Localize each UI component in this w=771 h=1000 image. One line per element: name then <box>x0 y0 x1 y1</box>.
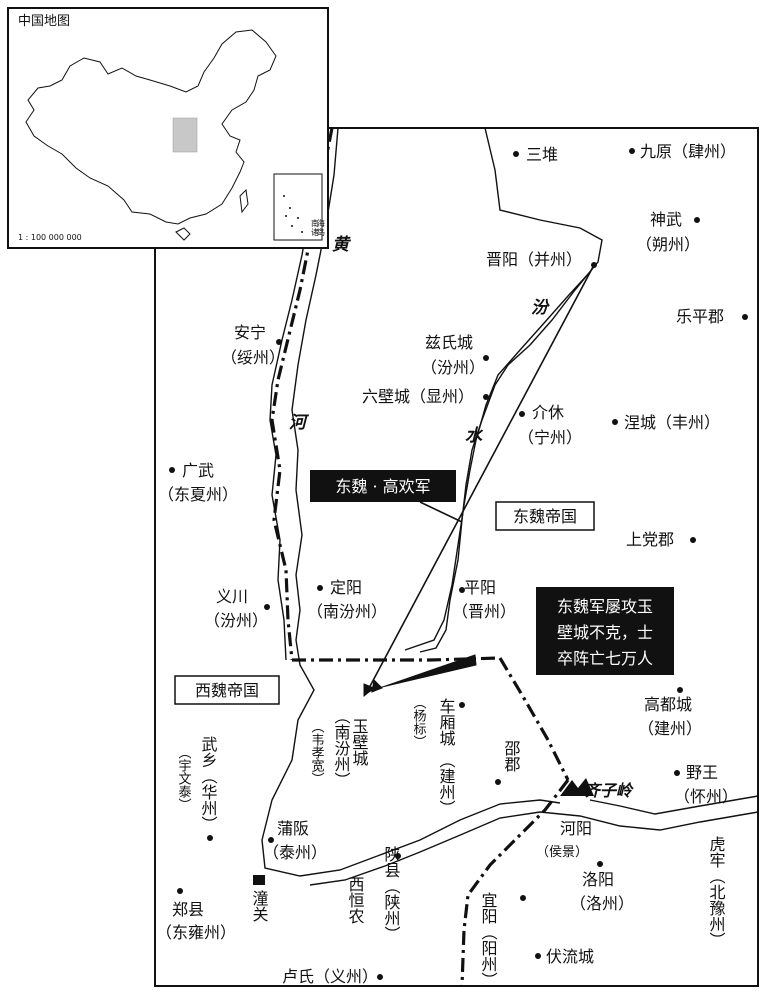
place-anning-name: 安宁 <box>234 323 266 342</box>
state-box-east <box>495 501 595 531</box>
south-sea-label-2: 海 <box>317 218 325 228</box>
fen-river-east-bank <box>419 127 603 653</box>
callout-note-line-2: 壁城不克，士 <box>557 623 653 642</box>
place-anning-state: （绥州） <box>221 348 285 367</box>
inset-title: 中国地图 <box>18 14 70 29</box>
place-chexiang-state: （建州） <box>437 752 456 816</box>
place-shaojun: 邵郡 <box>502 740 521 772</box>
place-yewang-state: （怀州） <box>674 787 738 806</box>
place-yangbiao: （杨标） <box>411 696 427 748</box>
yellow-river-east-bank <box>261 127 561 877</box>
south-sea-label-4: 岛 <box>317 227 325 237</box>
place-puban-name: 蒲阪 <box>277 819 309 838</box>
place-chexiang-name: 车厢城 <box>437 698 456 747</box>
river-label-fen: 汾 <box>531 298 550 318</box>
place-shenwu-state: （朔州） <box>636 235 700 254</box>
south-sea-label-1: 南 <box>311 218 319 228</box>
callout-note-line-1: 东魏军屡攻玉 <box>557 597 653 616</box>
place-lushi: 卢氏（义州） <box>282 967 378 986</box>
place-yiyang: 宜阳（阳州） <box>479 892 498 988</box>
place-luoyang-state: （洛州） <box>570 894 634 913</box>
place-niecheng: 涅城（丰州） <box>624 413 720 432</box>
place-yichuan-name: 义川 <box>216 587 248 606</box>
place-pingyang-name: 平阳 <box>464 578 496 597</box>
place-yuwentai: （宇文泰） <box>176 746 192 811</box>
place-tongguan: 潼关 <box>250 890 269 922</box>
taiwan-island <box>239 188 249 214</box>
south-sea-islands <box>283 195 303 233</box>
place-jiuyuan: 九原（肆州） <box>640 142 736 161</box>
place-yubi-state: （南汾州） <box>332 708 351 788</box>
place-jinyang: 晋阳（并州） <box>486 250 582 269</box>
place-dingyang-name: 定阳 <box>330 578 362 597</box>
place-luoyang-name: 洛阳 <box>582 870 614 889</box>
hainan-island <box>175 227 191 241</box>
place-yubi-name: 玉壁城 <box>350 718 369 767</box>
callout-note-line-3: 卒阵亡七万人 <box>557 649 653 668</box>
river-label-he: 河 <box>289 413 310 433</box>
callout-gaohuan-leader <box>419 501 463 523</box>
yellow-river-lower-bank <box>589 795 759 815</box>
place-zhengxian-name: 郑县 <box>172 900 204 919</box>
place-jiexiu-name: 介休 <box>532 403 564 422</box>
place-zhengxian-state: （东雍州） <box>156 923 236 942</box>
fen-river-west-bank <box>404 271 591 651</box>
place-yichuan-state: （汾州） <box>204 611 268 630</box>
place-shenwu-name: 神武 <box>650 210 682 229</box>
place-heyang: 河阳 <box>560 819 592 838</box>
place-lepingjun: 乐平郡 <box>676 307 724 326</box>
place-zishi-state: （汾州） <box>421 358 485 377</box>
callout-note-box <box>536 587 674 675</box>
place-pingyang-state: （晋州） <box>452 602 516 621</box>
place-dingyang-state: （南汾州） <box>307 602 387 621</box>
place-yewang-name: 野王 <box>686 763 718 782</box>
place-houjing: （侯景） <box>536 845 588 860</box>
place-fuliu: 伏流城 <box>546 947 594 966</box>
place-shanxian: 陕县（陕州） <box>382 846 401 942</box>
place-zishi-name: 兹氏城 <box>425 333 473 352</box>
place-shangdang: 上党郡 <box>626 530 674 549</box>
place-gaodu-state: （建州） <box>638 719 702 738</box>
place-guangwu-name: 广武 <box>182 461 214 480</box>
place-jiexiu-state: （宁州） <box>518 428 582 447</box>
state-box-west <box>174 675 280 705</box>
china-outline <box>25 29 277 225</box>
state-label-west: 西魏帝国 <box>195 681 259 700</box>
place-guangwu-state: （东夏州） <box>158 485 238 504</box>
south-sea-label-3: 诸 <box>311 228 319 237</box>
place-weixiaokuan: （韦孝宽） <box>309 720 325 785</box>
river-label-shui: 水 <box>465 426 484 446</box>
place-puban-state: （泰州） <box>263 843 327 862</box>
state-label-east: 东魏帝国 <box>513 507 577 526</box>
inset-scale: 1 : 100 000 000 <box>18 233 82 242</box>
callout-gaohuan-text: 东魏 · 高欢军 <box>335 477 430 496</box>
place-liubi: 六壁城（显州） <box>362 387 474 406</box>
yellow-river-south-bank <box>309 811 759 886</box>
place-qiziling: 齐子岭 <box>584 781 634 800</box>
south-sea-inset-frame <box>273 173 323 241</box>
river-label-huang: 黄 <box>332 235 352 255</box>
attack-arrows <box>363 264 595 698</box>
city-dots <box>169 148 748 980</box>
mountain-icon <box>560 778 594 796</box>
place-wuxiang: 武乡（华州） <box>199 736 218 832</box>
fort-icon <box>253 875 265 885</box>
place-xiheng: 西恒农 <box>346 876 365 924</box>
region-highlight <box>172 117 198 153</box>
place-gaodu-name: 高都城 <box>644 695 692 714</box>
place-hulao: 虎牢（北豫州） <box>707 836 726 948</box>
callout-gaohuan-box <box>310 470 456 502</box>
place-sandui: 三堆 <box>526 145 558 164</box>
